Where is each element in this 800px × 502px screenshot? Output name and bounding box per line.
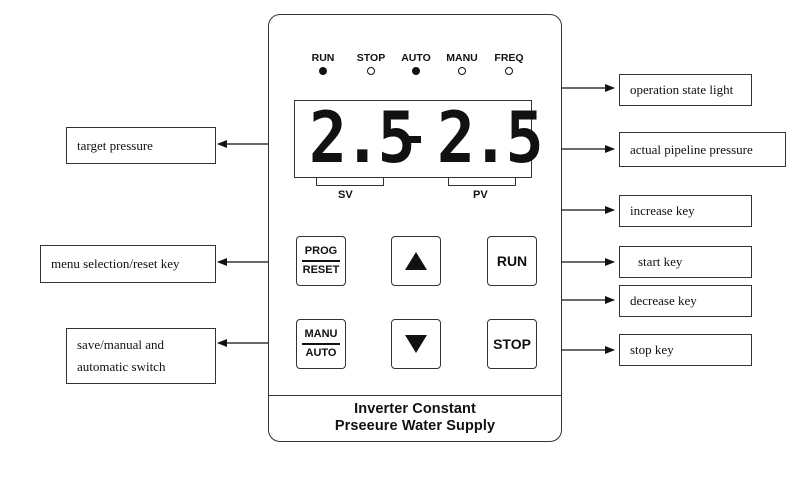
pv-bracket (448, 178, 516, 186)
arrow-down-icon (405, 335, 427, 353)
pv-readout: 2.5 (437, 97, 544, 179)
callout-text: stop key (630, 342, 674, 357)
key-divider (302, 260, 340, 262)
callout-operation-state-light: operation state light (619, 74, 752, 106)
indicator-label: AUTO (401, 52, 431, 64)
indicator-run: RUN (298, 52, 348, 75)
indicator-light-icon (319, 67, 327, 75)
callout-decrease-key: decrease key (619, 285, 752, 317)
arrow-up-icon (405, 252, 427, 270)
stop-label: STOP (493, 336, 531, 352)
callout-menu-selection-reset-key: menu selection/reset key (40, 245, 216, 283)
reset-label: RESET (302, 263, 340, 276)
run-label: RUN (496, 253, 528, 269)
indicator-label: STOP (356, 52, 386, 64)
indicator-label: FREQ (494, 52, 524, 64)
callout-text: actual pipeline pressure (630, 141, 753, 157)
controller-panel: Inverter Constant Prseeure Water Supply (268, 14, 562, 442)
panel-footer-divider (269, 395, 561, 396)
prog-label: PROG (304, 245, 338, 258)
callout-start-key: start key (619, 246, 752, 278)
decrease-button[interactable] (391, 319, 441, 369)
callout-text: menu selection/reset key (51, 256, 180, 271)
display-separator (408, 136, 421, 143)
sv-readout: 2.5 (309, 97, 416, 179)
callout-increase-key: increase key (619, 195, 752, 227)
key-divider (302, 343, 340, 345)
callout-stop-key: stop key (619, 334, 752, 366)
callout-text-line1: save/manual and (77, 337, 164, 352)
indicator-stop: STOP (346, 52, 396, 75)
prog-reset-button[interactable]: PROG RESET (296, 236, 346, 286)
indicator-label: RUN (311, 52, 335, 64)
indicator-freq: FREQ (484, 52, 534, 75)
callout-text-line2: automatic switch (77, 359, 166, 374)
panel-title-line2: Prseeure Water Supply (334, 418, 496, 434)
indicator-light-icon (458, 67, 466, 75)
auto-label: AUTO (305, 346, 337, 359)
indicator-manu: MANU (437, 52, 487, 75)
stop-button[interactable]: STOP (487, 319, 537, 369)
increase-button[interactable] (391, 236, 441, 286)
callout-text: decrease key (630, 293, 697, 308)
panel-title-line1: Inverter Constant (354, 401, 476, 417)
pv-label: PV (473, 189, 488, 201)
sv-label: SV (338, 189, 353, 201)
callout-actual-pipeline-pressure: actual pipeline pressure (619, 132, 786, 167)
callout-text: operation state light (630, 82, 734, 97)
manu-auto-button[interactable]: MANU AUTO (296, 319, 346, 369)
callout-text: increase key (630, 203, 695, 218)
run-button[interactable]: RUN (487, 236, 537, 286)
callout-save-manual-auto-switch: save/manual and automatic switch (66, 328, 216, 384)
callout-text: start key (638, 254, 683, 269)
indicator-light-icon (505, 67, 513, 75)
indicator-light-icon (412, 67, 420, 75)
manu-label: MANU (304, 328, 338, 341)
pressure-display: 2.5 2.5 (294, 97, 544, 179)
callout-text: target pressure (77, 137, 153, 153)
indicator-label: MANU (446, 52, 478, 64)
callout-target-pressure: target pressure (66, 127, 216, 164)
indicator-light-icon (367, 67, 375, 75)
indicator-auto: AUTO (391, 52, 441, 75)
sv-bracket (316, 178, 384, 186)
